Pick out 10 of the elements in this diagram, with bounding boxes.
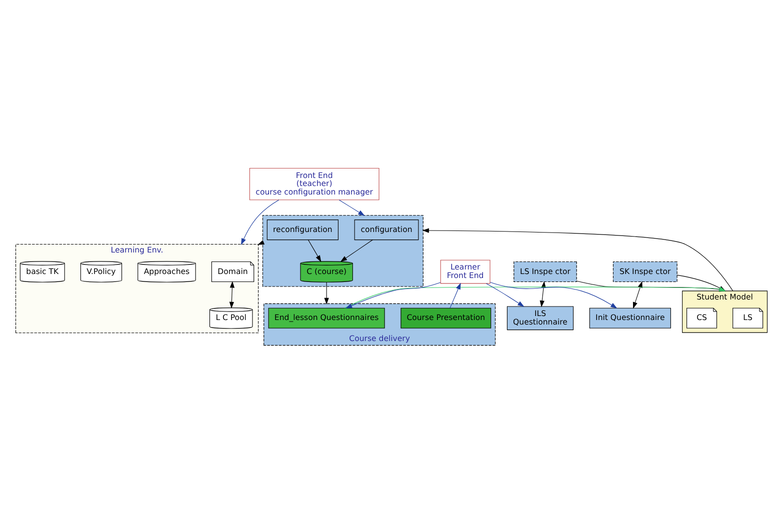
arrow bbox=[450, 282, 461, 308]
cluster bbox=[262, 214, 424, 286]
arrow bbox=[229, 280, 235, 308]
arrow bbox=[632, 280, 642, 308]
arrow bbox=[338, 199, 365, 216]
arrow bbox=[324, 281, 329, 304]
arrow bbox=[345, 282, 441, 308]
arrow bbox=[486, 282, 524, 306]
arrow bbox=[340, 239, 373, 262]
arrow bbox=[308, 239, 322, 262]
